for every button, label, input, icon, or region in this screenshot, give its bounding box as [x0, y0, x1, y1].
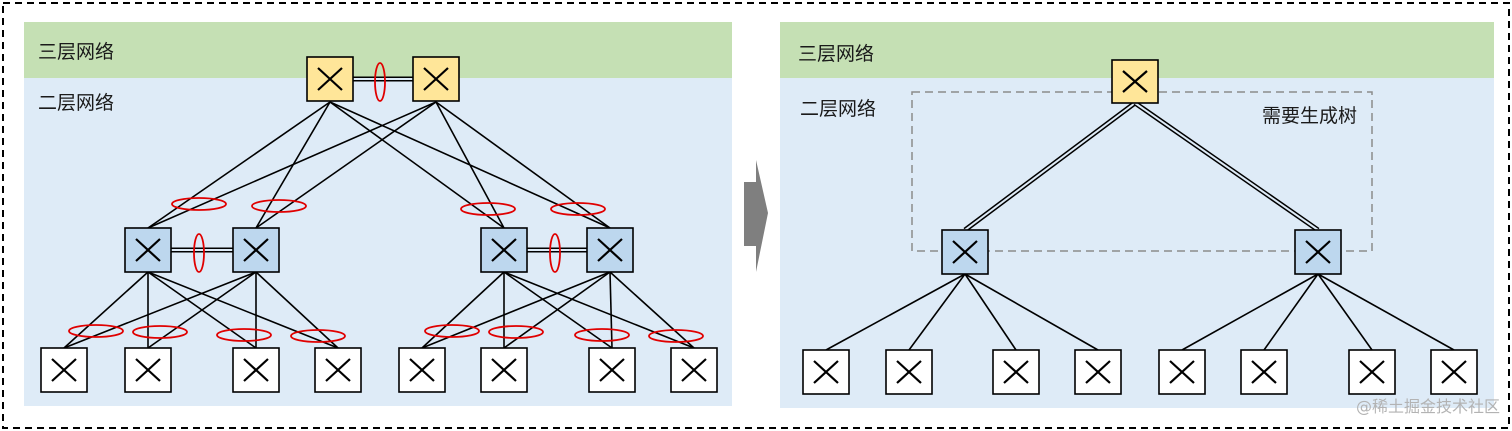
right-agg-access-links	[825, 273, 1455, 351]
left-access-switch-2	[124, 347, 172, 393]
left-access-switch-8	[670, 347, 718, 393]
spanning-tree-region	[911, 91, 1373, 252]
left-layer2-label: 二层网络	[38, 92, 114, 114]
right-access-switch-6	[1240, 349, 1288, 395]
right-access-switch-7	[1348, 349, 1396, 395]
right-access-switch-8	[1430, 349, 1478, 395]
right-access-switch-3	[992, 349, 1040, 395]
left-agg-switch-3	[480, 227, 528, 273]
right-layer3-label: 三层网络	[798, 43, 874, 65]
right-access-switch-4	[1074, 349, 1122, 395]
left-access-switch-1	[40, 347, 88, 393]
left-agg-switch-4	[586, 227, 634, 273]
right-layer2-label: 二层网络	[800, 98, 876, 120]
right-access-switch-2	[885, 349, 933, 395]
right-agg-switch-1	[941, 229, 989, 275]
left-agg-switch-2	[232, 227, 280, 273]
left-core-switch-2	[412, 56, 460, 102]
left-peer-links	[171, 76, 587, 253]
right-access-switch-1	[802, 349, 850, 395]
left-layer3-band	[24, 22, 732, 78]
left-access-switch-5	[398, 347, 446, 393]
left-access-switch-3	[232, 347, 280, 393]
left-panel: 三层网络 二层网络	[24, 22, 732, 406]
left-access-switch-7	[588, 347, 636, 393]
right-panel: 三层网络 二层网络 需要生成树	[780, 22, 1494, 408]
left-access-switch-4	[314, 347, 362, 393]
right-access-switch-5	[1158, 349, 1206, 395]
left-core-switch-1	[306, 56, 354, 102]
left-access-switch-6	[480, 347, 528, 393]
right-core-agg-links	[963, 100, 1320, 233]
transition-arrow-icon	[744, 160, 768, 272]
left-agg-switch-1	[124, 227, 172, 273]
watermark: @稀土掘金技术社区	[1356, 397, 1500, 416]
right-core-switch	[1111, 59, 1159, 104]
left-layer3-label: 三层网络	[38, 41, 114, 63]
left-link-aggregation-marks	[68, 62, 704, 343]
right-agg-switch-2	[1294, 229, 1342, 275]
spanning-tree-label: 需要生成树	[1262, 105, 1357, 127]
